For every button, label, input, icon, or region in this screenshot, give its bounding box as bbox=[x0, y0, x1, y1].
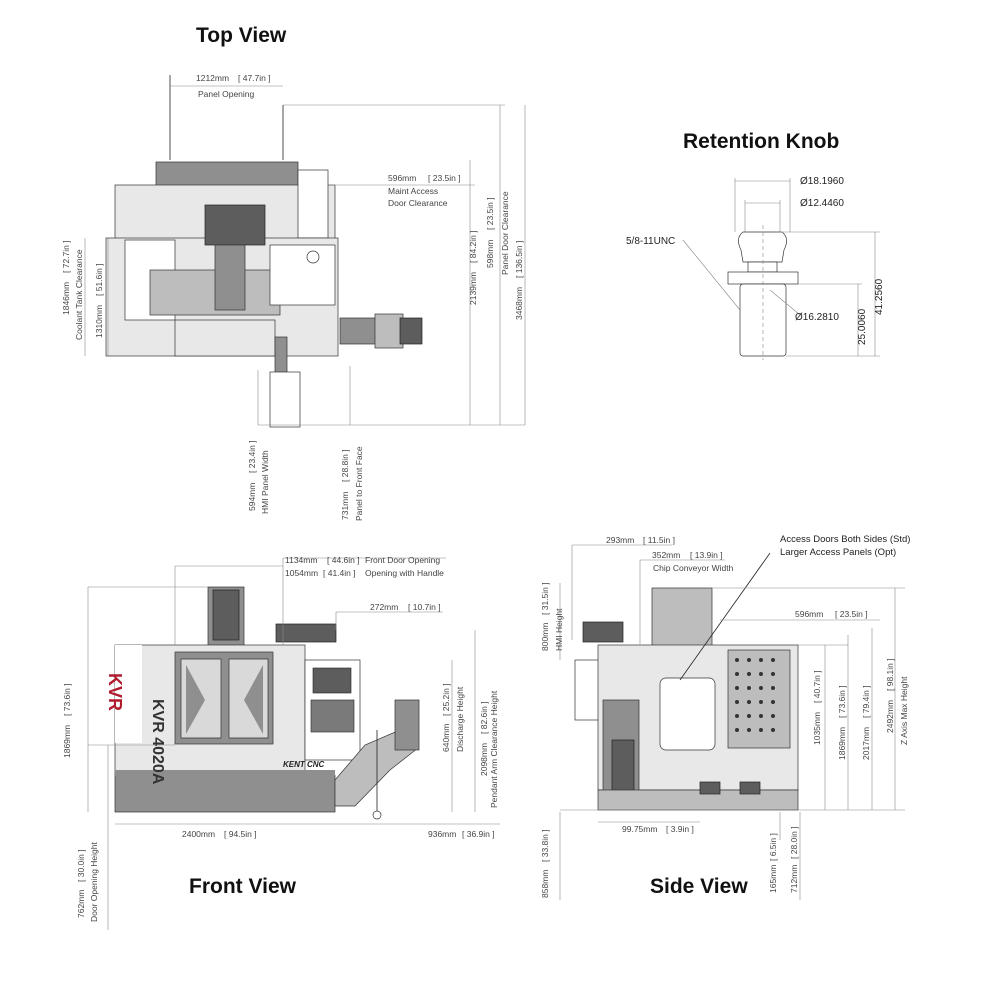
top-view-drawing bbox=[105, 75, 423, 428]
d1035-inches: [ 40.7in ] bbox=[812, 670, 822, 703]
d99-value: 99.75mm bbox=[622, 824, 657, 834]
discharge-label: Discharge Height bbox=[455, 686, 465, 752]
chip-conveyor-inches: [ 13.9in ] bbox=[690, 550, 723, 560]
door-opening-height-inches: [ 30.0in ] bbox=[76, 849, 86, 882]
access-panels-opt: Larger Access Panels (Opt) bbox=[780, 547, 896, 558]
height-1869-value: 1869mm bbox=[62, 725, 72, 758]
knob-thread: 5/8-11UNC bbox=[626, 236, 675, 247]
width-1310-value: 1310mm bbox=[94, 305, 104, 338]
retention-knob-drawing bbox=[682, 178, 880, 360]
front-view-drawing: KVR bbox=[105, 586, 420, 820]
d1869-inches: [ 73.6in ] bbox=[837, 685, 847, 718]
z-axis-value: 2492mm bbox=[885, 700, 895, 733]
side-view-drawing bbox=[574, 552, 799, 811]
d165-value: 165mm bbox=[768, 865, 778, 893]
width-2400-value: 2400mm bbox=[182, 829, 215, 839]
d596-value: 596mm bbox=[795, 609, 823, 619]
d858-inches: [ 33.8in ] bbox=[540, 829, 550, 862]
panel-opening-label: Panel Opening bbox=[198, 89, 255, 99]
panel-door-value: 598mm bbox=[485, 240, 495, 268]
maint-access-value: 596mm bbox=[388, 173, 416, 183]
hmi-height-label: HMI Height bbox=[554, 608, 564, 651]
height-1869-inches: [ 73.6in ] bbox=[62, 683, 72, 716]
d293-value: 293mm bbox=[606, 535, 634, 545]
panel-front-face-label: Panel to Front Face bbox=[354, 446, 364, 521]
d858-value: 858mm bbox=[540, 870, 550, 898]
discharge-value: 640mm bbox=[441, 724, 451, 752]
width-2400-inches: [ 94.5in ] bbox=[224, 829, 257, 839]
pendant-arm-value: 2098mm bbox=[479, 743, 489, 776]
overall-3468-value: 3468mm bbox=[514, 287, 524, 320]
model-name: KVR 4020A bbox=[149, 699, 166, 785]
pendant-arm-inches: [ 82.6in ] bbox=[479, 701, 489, 734]
coolant-tank-inches: [ 72.7in ] bbox=[61, 240, 71, 273]
d99-inches: [ 3.9in ] bbox=[666, 824, 694, 834]
panel-front-face-value: 731mm bbox=[340, 492, 350, 520]
depth-2139-value: 2139mm bbox=[468, 272, 478, 305]
side-view-dimension-lines bbox=[559, 544, 905, 900]
knob-d3: Ø16.2810 bbox=[795, 312, 839, 323]
front-door-label: Front Door Opening bbox=[365, 555, 440, 565]
maint-access-inches: [ 23.5in ] bbox=[428, 173, 461, 183]
brand-logo: KENT CNC bbox=[283, 760, 325, 769]
hmi-panel-width-inches: [ 23.4in ] bbox=[247, 440, 257, 473]
z-axis-inches: [ 98.1in ] bbox=[885, 658, 895, 691]
d2017-value: 2017mm bbox=[861, 727, 871, 760]
hmi-height-inches: [ 31.5in ] bbox=[540, 582, 550, 615]
knob-h1: 25.0060 bbox=[857, 308, 868, 345]
panel-door-inches: [ 23.5in ] bbox=[485, 197, 495, 230]
opening-handle-value: 1054mm bbox=[285, 568, 318, 578]
coolant-tank-value: 1846mm bbox=[61, 282, 71, 315]
top-view-title: Top View bbox=[196, 24, 287, 47]
knob-d2: Ø12.4460 bbox=[800, 198, 844, 209]
d165-inches: [ 6.5in ] bbox=[768, 833, 778, 861]
coolant-tank-label: Coolant Tank Clearance bbox=[74, 249, 84, 340]
model-logo-part: KVR bbox=[105, 673, 125, 711]
d596-inches: [ 23.5in ] bbox=[835, 609, 868, 619]
d1869-value: 1869mm bbox=[837, 727, 847, 760]
chip-conveyor-value: 352mm bbox=[652, 550, 680, 560]
discharge-inches: [ 25.2in ] bbox=[441, 683, 451, 716]
panel-front-face-inches: [ 28.8in ] bbox=[340, 449, 350, 482]
top-view-dimension-lines bbox=[84, 85, 526, 426]
knob-d1: Ø18.1960 bbox=[800, 176, 844, 187]
d2017-inches: [ 79.4in ] bbox=[861, 685, 871, 718]
side-view-title: Side View bbox=[650, 875, 748, 898]
d1035-value: 1035mm bbox=[812, 712, 822, 745]
d712-value: 712mm bbox=[789, 865, 799, 893]
width-936-inches: [ 36.9in ] bbox=[462, 829, 495, 839]
overall-3468-inches: [ 136.5in ] bbox=[514, 241, 524, 278]
opening-handle-label: Opening with Handle bbox=[365, 568, 444, 578]
door-opening-height-label: Door Opening Height bbox=[89, 842, 99, 922]
access-doors-std: Access Doors Both Sides (Std) bbox=[780, 534, 910, 545]
front-door-value: 1134mm bbox=[285, 555, 317, 565]
chip-conveyor-label: Chip Conveyor Width bbox=[653, 563, 734, 573]
door-opening-height-value: 762mm bbox=[76, 890, 86, 918]
retention-knob-title: Retention Knob bbox=[683, 130, 839, 153]
panel-door-label: Panel Door Clearance bbox=[500, 191, 510, 275]
d293-inches: [ 11.5in ] bbox=[643, 535, 675, 545]
hmi-panel-width-value: 594mm bbox=[247, 483, 257, 511]
pendant-arm-label: Pendant Arm Clearance Height bbox=[489, 690, 499, 808]
d712-inches: [ 28.0in ] bbox=[789, 826, 799, 859]
hmi-height-value: 800mm bbox=[540, 623, 550, 651]
maint-access-label2: Door Clearance bbox=[388, 198, 448, 208]
width-1310-inches: [ 51.6in ] bbox=[94, 263, 104, 296]
z-axis-label: Z Axis Max Height bbox=[899, 676, 909, 745]
width-936-value: 936mm bbox=[428, 829, 456, 839]
front-door-inches: [ 44.6in ] bbox=[327, 555, 360, 565]
knob-h2: 41.2560 bbox=[874, 278, 885, 315]
maint-access-label1: Maint Access bbox=[388, 186, 438, 196]
pendant-272-inches: [ 10.7in ] bbox=[408, 602, 441, 612]
panel-opening-value: 1212mm bbox=[196, 73, 229, 83]
panel-opening-inches: [ 47.7in ] bbox=[238, 73, 271, 83]
depth-2139-inches: [ 84.2in ] bbox=[468, 230, 478, 263]
opening-handle-inches: [ 41.4in ] bbox=[323, 568, 356, 578]
hmi-panel-width-label: HMI Panel Width bbox=[260, 450, 270, 514]
pendant-272-value: 272mm bbox=[370, 602, 398, 612]
front-view-dimension-lines bbox=[87, 557, 500, 930]
front-view-title: Front View bbox=[189, 875, 297, 898]
